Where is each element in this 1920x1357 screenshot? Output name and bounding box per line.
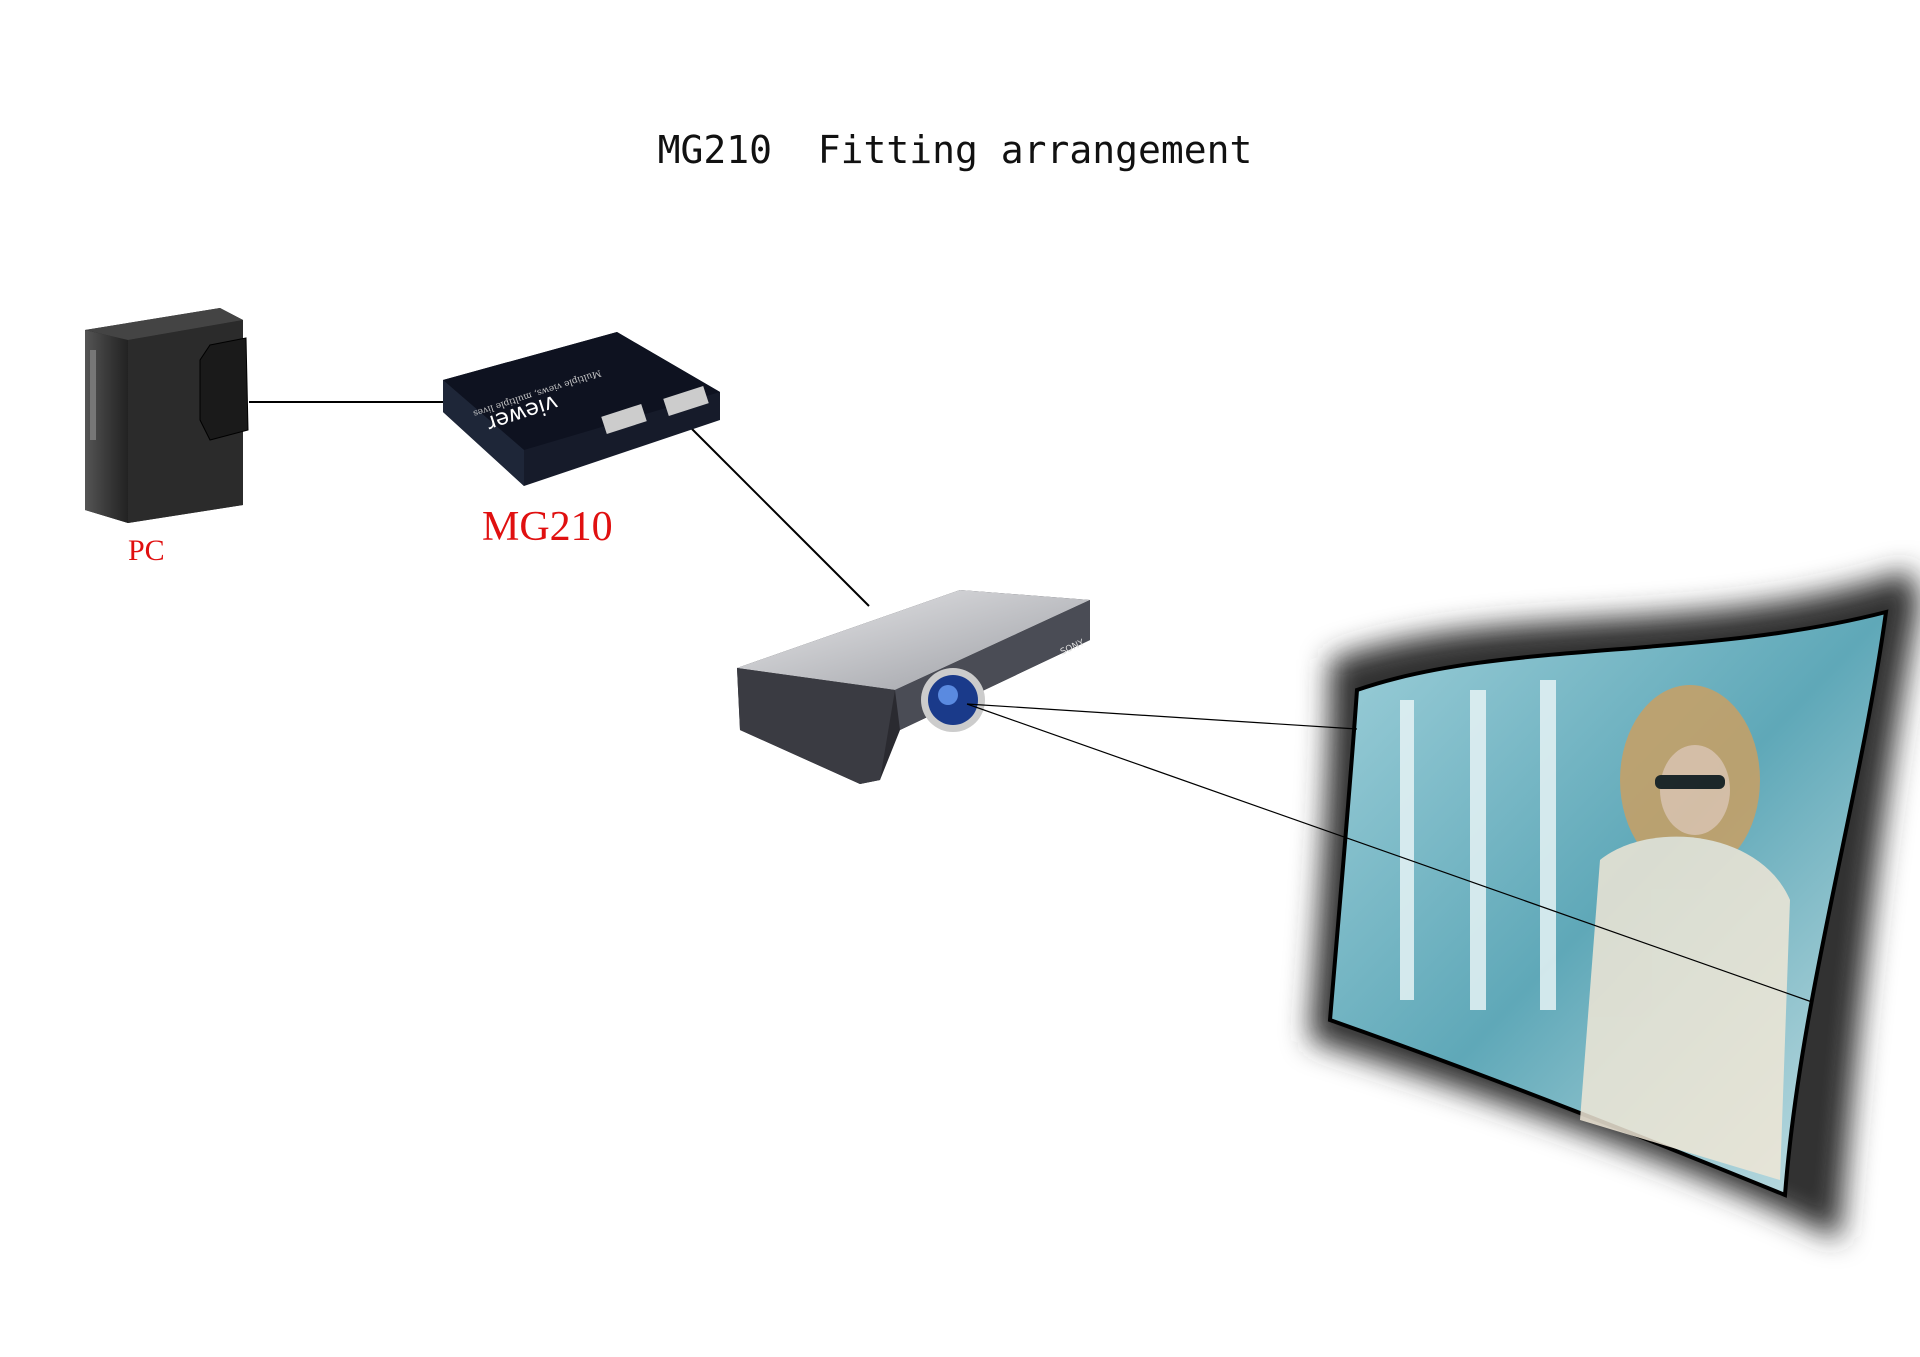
pc-label: PC xyxy=(128,534,165,567)
mg210-to-projector-cable xyxy=(691,428,870,607)
projection-ray-top xyxy=(966,703,1358,730)
mg210-device-image: viewer Multiple views, multiple lives xyxy=(443,332,720,486)
projection-ray-bottom xyxy=(966,703,1813,1003)
pc-tower-image xyxy=(85,308,249,523)
mg210-label: MG210 xyxy=(482,504,613,550)
page-title: MG210 Fitting arrangement xyxy=(657,128,1253,172)
projected-image-figure xyxy=(1400,680,1790,1180)
projector-image: SONY xyxy=(737,590,1090,784)
